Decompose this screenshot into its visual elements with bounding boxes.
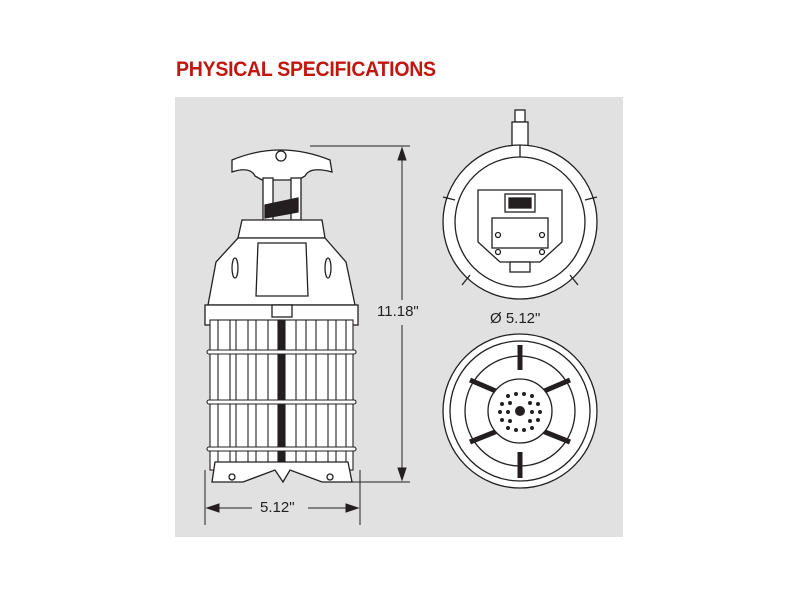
- height-dimension-line: [310, 145, 410, 483]
- speaker-holes: [498, 392, 542, 432]
- width-dimension-line: [204, 470, 361, 525]
- top-view-drawing: [442, 109, 598, 300]
- bottom-view-drawing: [442, 333, 598, 489]
- height-dimension-label: 11.18": [374, 303, 422, 320]
- width-dimension-label: 5.12": [257, 499, 298, 516]
- section-title: PHYSICAL SPECIFICATIONS: [176, 58, 436, 81]
- side-view-drawing: [204, 149, 359, 484]
- diameter-dimension-label: Ø 5.12": [487, 310, 544, 327]
